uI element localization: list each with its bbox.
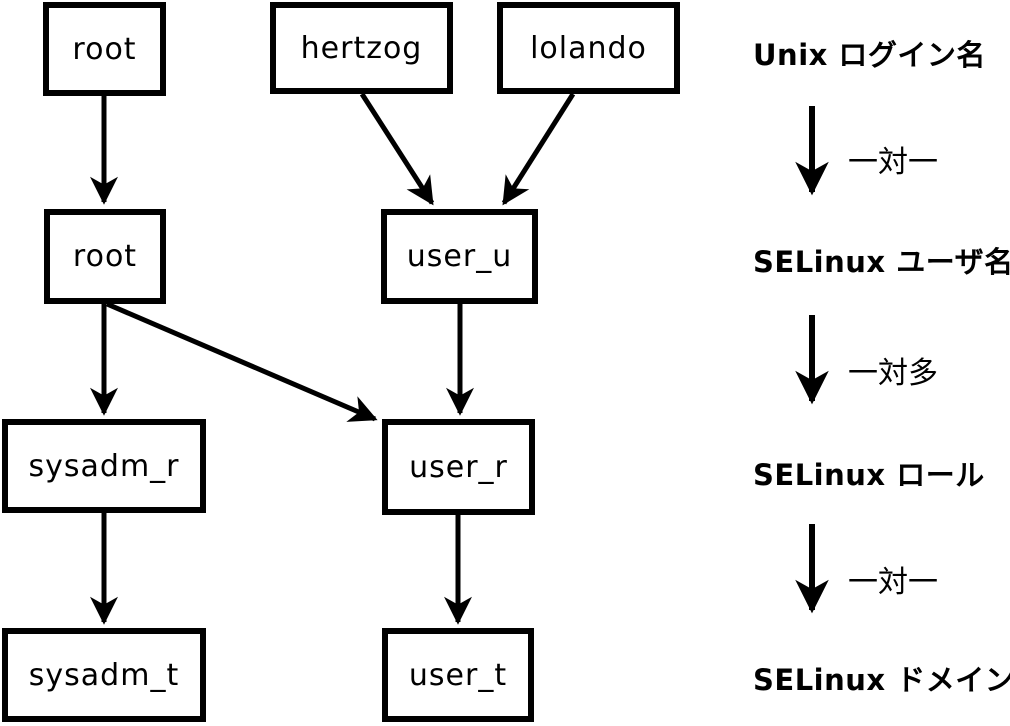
legend-relation-one-to-one-2: 一対一	[848, 565, 938, 600]
legend-selinux-user-name: SELinux ユーザ名	[753, 245, 1010, 279]
node-sysadm-r-role: sysadm_r	[2, 419, 206, 513]
node-hertzog-unix-login: hertzog	[270, 2, 453, 94]
legend-selinux-domain: SELinux ドメイン	[753, 663, 1010, 697]
node-root-unix-login: root	[43, 2, 166, 96]
node-user-r-role: user_r	[382, 419, 535, 515]
node-user-t-domain: user_t	[382, 628, 534, 722]
edge-lolando-to-useru	[501, 92, 576, 206]
node-label: lolando	[530, 30, 647, 66]
node-root-selinux-user: root	[44, 209, 166, 304]
legend-unix-login-name: Unix ログイン名	[753, 38, 986, 72]
edge-hertzog-to-useru	[359, 92, 435, 206]
node-label: sysadm_r	[28, 448, 180, 484]
node-lolando-unix-login: lolando	[497, 2, 680, 94]
node-label: user_u	[406, 239, 513, 274]
node-label: sysadm_t	[28, 657, 180, 693]
edge-rootseuser-to-userr	[106, 301, 378, 422]
node-label: root	[72, 239, 138, 274]
node-sysadm-t-domain: sysadm_t	[2, 628, 206, 722]
node-label: hertzog	[300, 30, 423, 66]
legend-relation-one-to-one-1: 一対一	[848, 145, 938, 180]
legend-selinux-role: SELinux ロール	[753, 458, 985, 492]
node-label: user_t	[408, 657, 508, 693]
node-label: root	[72, 31, 137, 67]
node-user-u-selinux-user: user_u	[381, 209, 538, 304]
node-label: user_r	[409, 449, 508, 485]
legend-relation-one-to-many: 一対多	[848, 356, 938, 391]
